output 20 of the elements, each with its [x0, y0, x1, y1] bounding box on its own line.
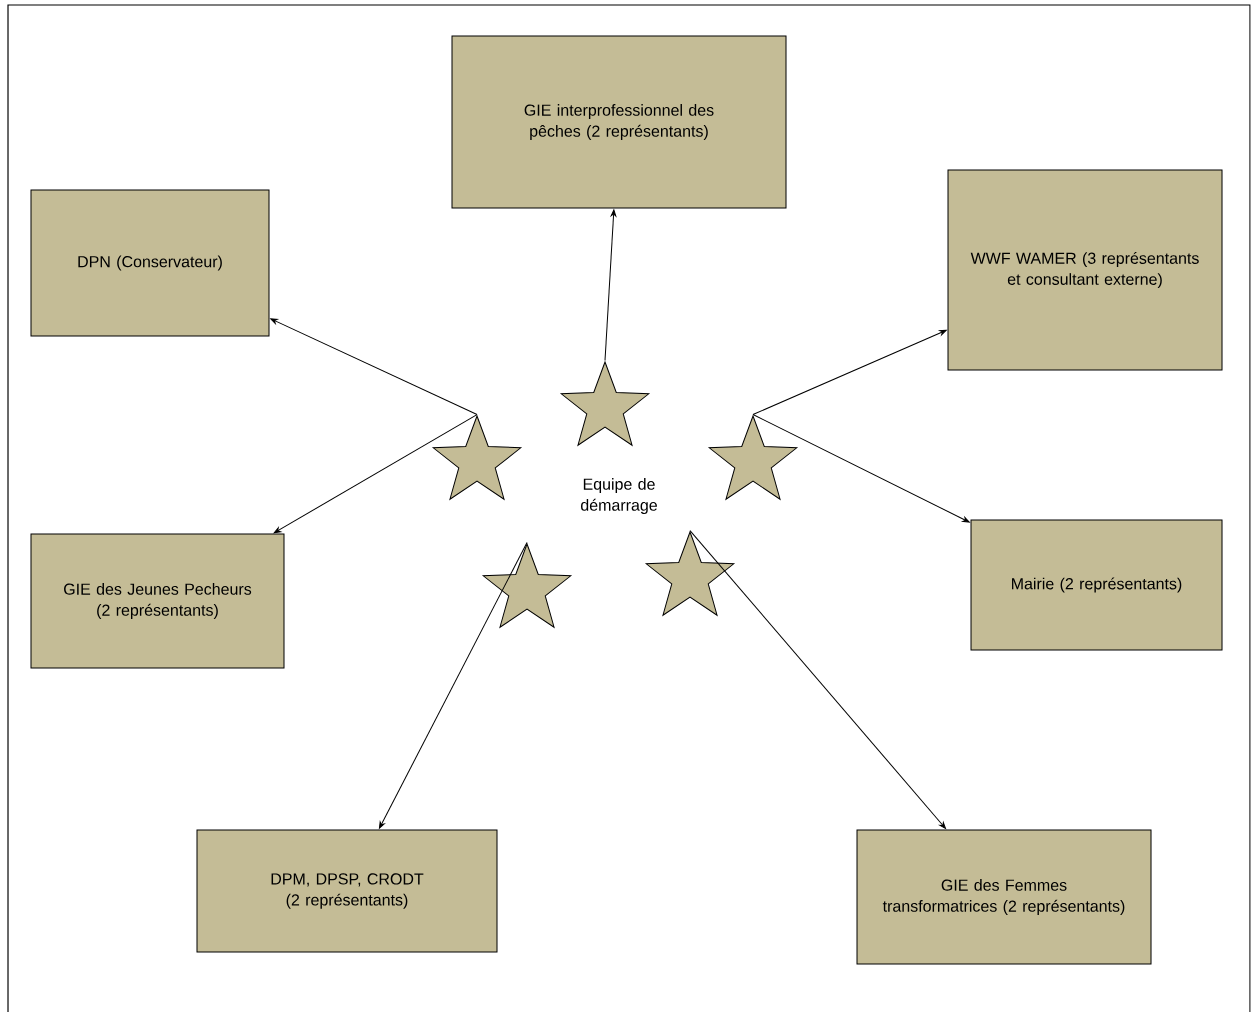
center-label: Equipe de démarrage: [581, 478, 657, 514]
arrow: [604, 209, 617, 362]
arrow: [273, 414, 478, 534]
arrow: [752, 414, 970, 523]
star: [708, 415, 798, 500]
arrow: [378, 542, 528, 829]
arrow: [689, 530, 946, 829]
box: GIE des Femmes transformatrices (2 représentants): [856, 829, 1152, 965]
star: [645, 531, 735, 616]
star: [432, 415, 522, 500]
star: [482, 543, 572, 628]
box: DPM, DPSP, CRODT (2 représentants): [196, 829, 498, 953]
box: Mairie (2 représentants): [970, 519, 1223, 651]
box: WWF WAMER (3 représentants et consultant externe): [947, 169, 1223, 371]
arrow: [270, 318, 478, 416]
box: GIE interprofessionnel des pêches (2 représentants): [451, 35, 787, 209]
star: [560, 361, 650, 446]
box: GIE des Jeunes Pecheurs (2 représentants): [30, 533, 285, 669]
arrow: [752, 329, 947, 416]
box: DPN (Conservateur): [30, 189, 270, 337]
